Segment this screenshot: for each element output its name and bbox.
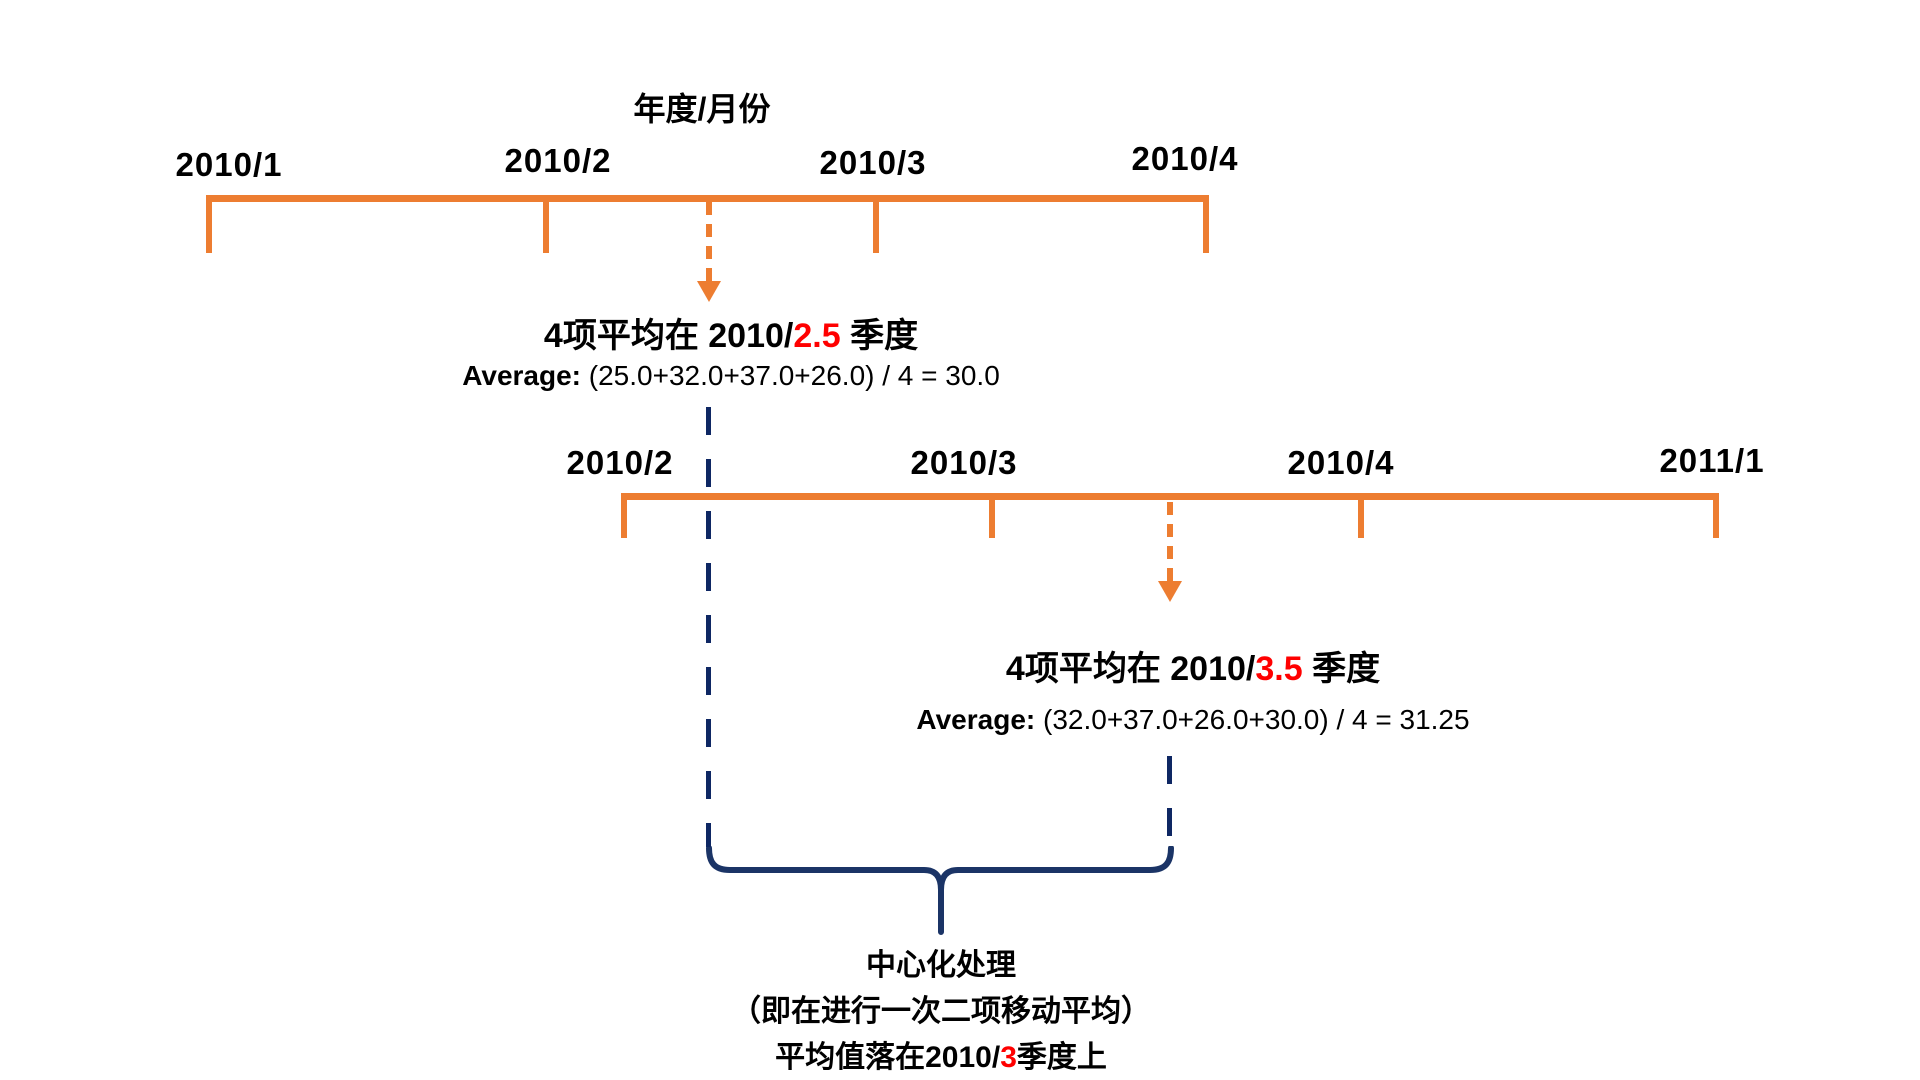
annotation2-title: 4项平均在 2010/3.5 季度 bbox=[1006, 641, 1380, 690]
timeline2-tick-1 bbox=[621, 493, 627, 538]
footer-line-3: 平均值落在2010/3季度上 bbox=[775, 1032, 1107, 1076]
timeline2-tick-2 bbox=[989, 493, 995, 538]
page-title: 年度/月份 bbox=[633, 91, 771, 127]
timeline1-label-2010-4: 2010/4 bbox=[1131, 140, 1239, 177]
timeline2-label-2010-4: 2010/4 bbox=[1287, 444, 1395, 481]
timeline1-tick-1 bbox=[206, 195, 212, 253]
annotation1-average-expr: (25.0+32.0+37.0+26.0) / 4 = 30.0 bbox=[581, 360, 1000, 391]
underbrace-icon bbox=[706, 846, 1174, 935]
annotation2-highlight: 3.5 bbox=[1255, 650, 1303, 688]
timeline2-label-2010-2: 2010/2 bbox=[566, 444, 674, 481]
timeline2-label-2011-1: 2011/1 bbox=[1659, 442, 1765, 479]
annotation1-average-label: Average: bbox=[462, 360, 581, 391]
annotation1-suffix: 季度 bbox=[840, 317, 919, 355]
annotation1-average: Average: (25.0+32.0+37.0+26.0) / 4 = 30.… bbox=[462, 360, 1000, 392]
timeline2-tick-3 bbox=[1358, 493, 1364, 538]
down-arrow-icon bbox=[706, 202, 712, 282]
footer-line3-highlight: 3 bbox=[1000, 1041, 1017, 1074]
timeline2-label-2010-3: 2010/3 bbox=[910, 444, 1018, 481]
timeline2-bar bbox=[621, 493, 1719, 500]
annotation1-highlight: 2.5 bbox=[793, 317, 841, 355]
annotation2-average-label: Average: bbox=[916, 704, 1036, 735]
timeline1-tick-2 bbox=[543, 195, 549, 253]
down-arrow-icon bbox=[1158, 581, 1182, 602]
timeline1-tick-4 bbox=[1203, 195, 1209, 253]
timeline1-tick-3 bbox=[873, 195, 879, 253]
annotation2-prefix: 4项平均在 2010/ bbox=[1005, 650, 1256, 688]
annotation1-prefix: 4项平均在 2010/ bbox=[543, 317, 794, 355]
annotation1-title: 4项平均在 2010/2.5 季度 bbox=[544, 308, 918, 357]
down-arrow-icon bbox=[697, 281, 721, 302]
footer-line3-prefix: 平均值落在2010/ bbox=[775, 1041, 1001, 1074]
timeline1-bar bbox=[206, 195, 1209, 202]
timeline1-label-2010-1: 2010/1 bbox=[175, 146, 283, 183]
footer-line-2: （即在进行一次二项移动平均） bbox=[731, 995, 1151, 1028]
annotation2-suffix: 季度 bbox=[1302, 650, 1381, 688]
footer-line-1: 中心化处理 bbox=[866, 949, 1016, 982]
annotation2-average: Average: (32.0+37.0+26.0+30.0) / 4 = 31.… bbox=[916, 704, 1469, 736]
centering-dashed-line-left bbox=[706, 407, 711, 847]
footer-line3-suffix: 季度上 bbox=[1016, 1041, 1107, 1074]
timeline1-label-2010-3: 2010/3 bbox=[819, 144, 927, 181]
annotation2-average-expr: (32.0+37.0+26.0+30.0) / 4 = 31.25 bbox=[1035, 704, 1470, 735]
timeline2-tick-4 bbox=[1713, 493, 1719, 538]
timeline1-label-2010-2: 2010/2 bbox=[504, 142, 612, 179]
down-arrow-icon bbox=[1167, 502, 1173, 582]
centering-dashed-line-right bbox=[1167, 756, 1172, 847]
